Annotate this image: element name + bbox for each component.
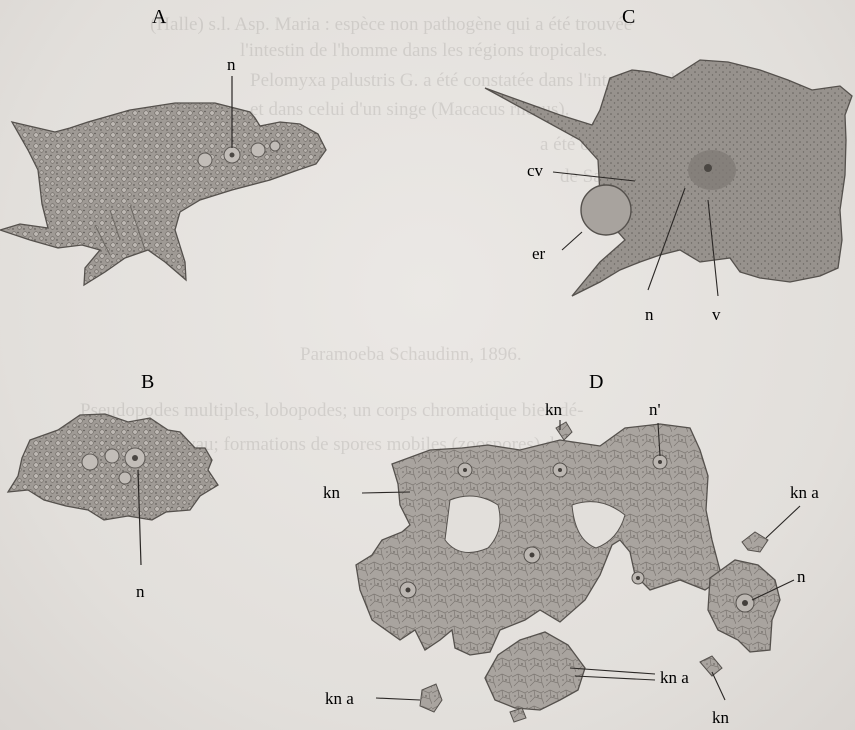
label-cv: cv (527, 161, 544, 180)
figure-a-letter: A (152, 6, 167, 28)
label-v: v (712, 305, 721, 324)
plasmodium-d-body (356, 424, 722, 655)
label-kn: kn (545, 400, 563, 419)
amoeba-b-body (8, 414, 218, 520)
figure-c: C cv er n v (485, 6, 852, 324)
label-kn-a: kn a (660, 668, 689, 687)
label-kn-a: kn a (790, 483, 819, 502)
red-cell (581, 185, 631, 235)
label-n: n (645, 305, 654, 324)
figure-d: D kn n' kn (323, 371, 819, 727)
label-n-prime: n' (649, 400, 661, 419)
label-n: n (797, 567, 806, 586)
figure-b: B n (8, 371, 218, 601)
label-kn: kn (323, 483, 341, 502)
plasmodium-d-cluster (485, 632, 585, 710)
label-kn: kn (712, 708, 730, 727)
label-kn-a: kn a (325, 689, 354, 708)
label-n: n (136, 582, 145, 601)
amoeba-a-body (0, 103, 326, 285)
figure-c-letter: C (622, 6, 635, 28)
figure-d-letter: D (589, 371, 603, 393)
label-n: n (227, 55, 236, 74)
figure-a: A n (0, 6, 326, 285)
nucleus (688, 150, 736, 190)
label-er: er (532, 244, 546, 263)
figure-b-letter: B (141, 371, 154, 393)
